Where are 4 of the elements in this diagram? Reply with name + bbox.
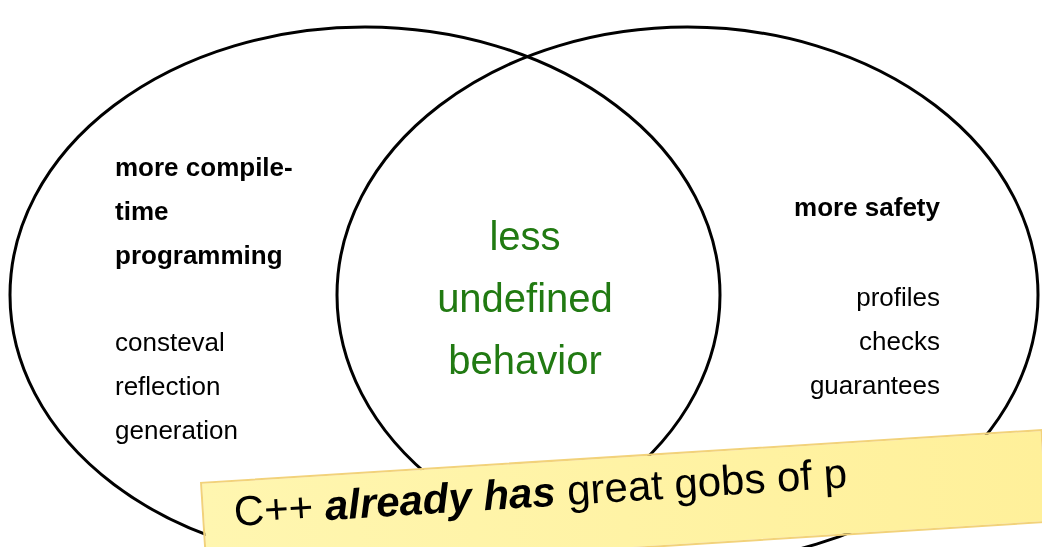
heading-text: more compile-time programming <box>115 151 294 272</box>
heading-text: more safety <box>794 191 940 224</box>
item-list: profiles checks guarantees <box>790 275 940 407</box>
center-label: less undefined behavior <box>436 213 614 384</box>
